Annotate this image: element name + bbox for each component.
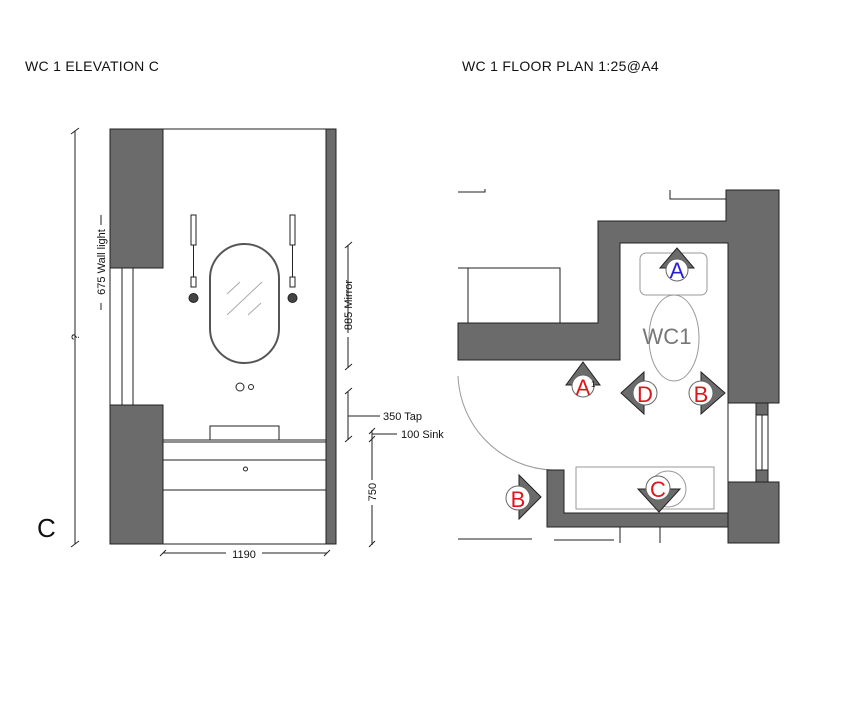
wall-light-right (287, 214, 298, 303)
drawer-knob (243, 466, 248, 472)
vanity-outline (575, 466, 715, 510)
wall-light-left (188, 214, 199, 303)
tap-icon (235, 382, 245, 392)
marker-letter: B (511, 487, 526, 512)
view-marker-c[interactable]: C (636, 475, 682, 513)
view-marker-b[interactable]: B (688, 370, 726, 416)
wall-strip-right (325, 128, 337, 545)
marker-letter: C (650, 477, 666, 502)
walls (457, 189, 780, 544)
marker-letter: B (694, 382, 709, 407)
marker-subscript: 1 (591, 380, 596, 389)
wall-block-upper (109, 128, 164, 269)
dim-wall-light: 675 Wall light (96, 229, 108, 295)
view-marker-b-exterior[interactable]: B (505, 473, 542, 521)
room-label: WC1 (643, 324, 692, 349)
view-marker-a1[interactable]: A 1 (565, 361, 601, 400)
oval-mirror (209, 243, 280, 364)
bulb-icon (287, 293, 298, 303)
elevation-drawing (70, 127, 397, 557)
marker-letter: A (670, 258, 685, 283)
floor-plan-title: WC 1 FLOOR PLAN 1:25@A4 (462, 58, 659, 74)
elevation-label: C (37, 513, 56, 543)
tap-icon (248, 384, 254, 390)
marker-letter: A (576, 375, 591, 400)
dim-counter: 750 (367, 483, 379, 501)
adjacent-fixture (467, 267, 561, 324)
wall-block-lower (109, 404, 164, 545)
dim-width: 1190 (232, 549, 256, 561)
door-swing-arc (457, 375, 553, 471)
dim-total-height: ? (70, 334, 82, 340)
view-marker-d[interactable]: D (620, 370, 658, 416)
toilet-bowl (648, 294, 700, 382)
bulb-icon (188, 293, 199, 303)
dim-sink: 100 Sink (401, 429, 444, 441)
view-marker-a[interactable]: A (658, 247, 696, 283)
dim-tap: 350 Tap (383, 411, 422, 423)
mirror-glare (226, 281, 263, 316)
elevation-title: WC 1 ELEVATION C (25, 58, 160, 74)
marker-letter: D (637, 382, 653, 407)
dim-mirror: 885 Mirror (343, 280, 355, 330)
floor-plan-drawing (457, 189, 780, 544)
